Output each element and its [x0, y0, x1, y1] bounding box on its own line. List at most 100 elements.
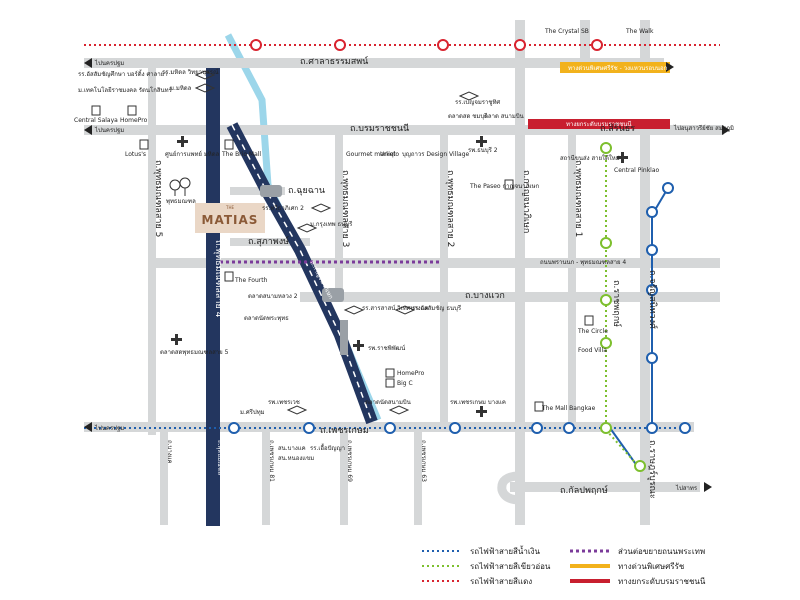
kanlapaphruek-curve: [497, 471, 521, 505]
light-green-stations: [600, 142, 646, 472]
shop-icon: [139, 139, 149, 150]
place-mall-bangkae: The Mall Bangkae: [541, 405, 596, 412]
place-market-2: ตลาดสนามหลวง 2: [248, 293, 298, 300]
shop-icon: [385, 368, 395, 378]
road-bang-waek: ถ.บางแวก: [465, 291, 505, 301]
svg-text:THE: THE: [225, 205, 234, 210]
place-stamford: รร.อัสสัมชัญศึกษา บอร์ดิ้ง ศาลายา: [78, 68, 168, 78]
place-central-salaya: Central Salaya: [74, 117, 118, 124]
place-sai-tai: สถานีขนส่ง สายใต้ใหม่: [560, 154, 620, 162]
road-network: [84, 20, 724, 525]
place-police: สน.บางแค: [278, 445, 306, 452]
borom-elevated: [528, 119, 670, 129]
place-mahidol: ม.มหิดล: [170, 85, 192, 92]
school-icon: [388, 405, 410, 415]
road-sirinthorn: ถ.สิรินธร: [600, 123, 635, 134]
legend-orange: ทางด่วนพิเศษศรีรัช: [618, 562, 685, 571]
place-benja-school: รร.เบญจมราชูทิศ: [455, 99, 500, 106]
road-phutthamonthon-2: ถ.พุทธมณฑลสาย 2: [445, 170, 455, 247]
hospital-icon: [171, 334, 182, 345]
place-srisakorn-hosp: ศูนย์การแพทย์ มหิดล: [165, 150, 220, 158]
sirat-expressway: [560, 62, 670, 73]
place-homepro-1: HomePro: [120, 117, 148, 124]
direction-nakhon-pathom-3: ไปนครปฐม: [94, 424, 124, 432]
place-sarasas-2: รร.สารสาสน์ วิเทศบางแค: [362, 304, 428, 312]
label-borom-elevated: ทางยกระดับบรมราชชนนี: [566, 120, 631, 128]
hospital-icon: [476, 136, 487, 147]
school-icon: [194, 70, 216, 80]
place-uniqlo: Uniqlo: [380, 151, 399, 158]
road-phutthamonthon-1: ถ.พุทธมณฑลสาย 1: [573, 160, 583, 237]
direction-arrows: [84, 58, 730, 492]
road-phutthamonthon-4-south: ถ.พุทธมณฑล: [216, 440, 223, 476]
legend-blue: รถไฟฟ้าสายสีน้ำเงิน: [470, 545, 541, 556]
svg-text:MATIAS: MATIAS: [202, 213, 259, 227]
place-brio-mall: The Brio Mall: [221, 151, 261, 158]
road-phet-kasem-81: ถ.เพชรเกษม 81: [268, 440, 275, 482]
shop-icon: [504, 179, 514, 190]
place-market-aircraft: ตลาดนัดสนามบิน: [365, 399, 411, 406]
place-university: ม.กรุงเทพ ธนบุรี: [310, 220, 353, 228]
road-phutthamonthon-3: ถ.พุทธมณฑลสาย 3: [340, 170, 350, 247]
place-mahidol-tech: ม.เทคโนโลยีราชมงคล รัตนโกสินทร์: [78, 86, 173, 94]
direction-tha-phra: ไปสาทร: [675, 484, 698, 492]
shop-icon: [224, 271, 234, 282]
hospital-icon: [476, 406, 487, 417]
place-the-walk: The Walk: [625, 28, 654, 35]
road-chui-chan: ถ.ฉุยฉาน: [288, 186, 325, 196]
road-borommaratchachonnani: ถ.บรมราชชนนี: [350, 123, 409, 134]
place-bangpai-hosp: รพ.ราชพิพัฒน์: [368, 344, 405, 352]
road-kanchanaphisek: ถ.กาญจนาภิเษก: [521, 170, 532, 233]
school-icon: [296, 223, 318, 233]
place-talad-1: ตลาดสด ชมบุรี: [448, 112, 488, 120]
road-phet-kasem-63: ถ.เพชรเกษม 63: [420, 440, 427, 482]
label-sirat-expressway: ทางด่วนพิเศษศรีรัช - วงแหวนรอบนอก: [568, 64, 668, 72]
place-icons: [91, 70, 594, 415]
road-ratchaphruek: ถ.ราชพฤกษ์: [611, 280, 623, 327]
hospital-icon: [353, 340, 364, 351]
overpass-1: [260, 185, 282, 197]
shop-icon: [224, 139, 234, 150]
road-charan-sanitwong: ถ.จรัญสนิทวงศ์: [647, 270, 659, 329]
overpass-2: [322, 288, 344, 302]
place-phet-kasem-hosp: รพ.เพชรเกษม บางแค: [450, 399, 506, 406]
shop-icon: [127, 105, 137, 116]
direction-nakhon-pathom-2: ไปนครปฐม: [94, 126, 124, 134]
place-food-villa: Food Villa: [578, 347, 607, 354]
road-sala-thammasop: ถ.ศาลาธรรมสพน์: [300, 55, 368, 67]
place-homepro-2: HomePro: [397, 370, 425, 377]
legend-dark-red: ทางยกระดับบรมราชชนนี: [618, 577, 706, 586]
red-line-stations: [250, 39, 603, 51]
shop-icon: [534, 401, 544, 412]
shop-icon: [91, 105, 101, 116]
road-suphapong: ถ.สุภาพงษ์: [248, 235, 289, 247]
legend-purple: ส่วนต่อขยายถนนพระเทพ: [618, 547, 705, 556]
road-bangkhae-soi: ถ.บางแค: [166, 440, 173, 464]
blue-line-stations: [228, 182, 691, 434]
hospital-icons: [171, 136, 628, 417]
place-assumption: รร.อัสสัมชัญ ธนบุรี: [412, 304, 462, 312]
place-the-paseo: The Paseo กาญจนาภิเษก: [469, 183, 540, 190]
place-sarasas: รร.มหิดล วิทยานุสรณ์: [162, 68, 219, 76]
place-school-near: รร.ทวีธาภิเศก 2: [262, 204, 304, 212]
place-bangkok-univ: ม.ศรีปทุม: [240, 408, 265, 416]
school-icon: [194, 83, 216, 93]
matias-badge[interactable]: THE MATIAS: [195, 203, 265, 233]
place-gourmet: Gourmet market: [346, 151, 396, 158]
school-icon: [343, 305, 365, 315]
shop-icon: [385, 378, 395, 388]
place-lotus: Lotus's: [125, 151, 146, 158]
place-the-fourth: The Fourth: [234, 277, 268, 284]
road-rat-burana: ถ.ราษฎร์บูรณะ: [647, 440, 659, 499]
place-talad-2: ตลาด สนามบิน: [484, 113, 524, 120]
school-icon: [310, 203, 332, 213]
place-the-circle: The Circle: [577, 328, 608, 335]
school-icon: [458, 91, 480, 101]
phutthamonthon-4-road: [206, 68, 220, 526]
road-phet-kasem: ถ.เพชรเกษม: [320, 426, 369, 436]
place-phutthamonthon-park: ตลาดสดพุทธมณฑลสาย 5: [160, 349, 229, 356]
place-park: พุทธมณฑล: [166, 198, 196, 205]
place-market-3: ตลาดนัดพระพุทธ: [244, 315, 289, 322]
place-wat: รพ.เพชรเวช: [268, 399, 300, 406]
